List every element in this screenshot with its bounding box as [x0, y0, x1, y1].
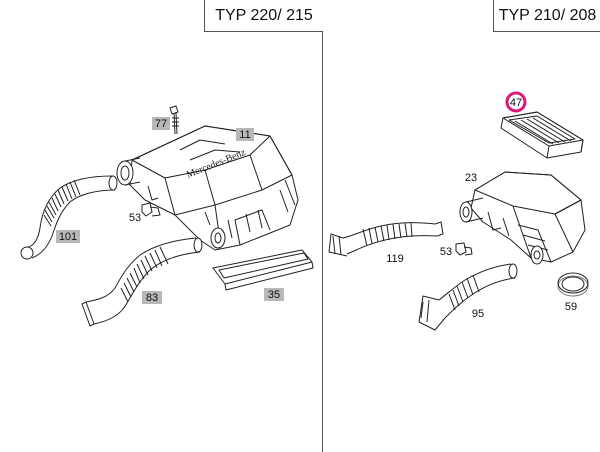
callout-11[interactable]: 11	[236, 128, 254, 141]
type-label-left: TYP 220/ 215	[204, 0, 323, 32]
seal-ring-59-drawing	[557, 272, 589, 297]
svg-text:83: 83	[146, 292, 158, 304]
svg-text:53: 53	[440, 246, 452, 258]
filter-element-35-drawing	[212, 249, 314, 291]
left-diagram: Mercedes-Benz	[20, 105, 314, 327]
callout-77[interactable]: 77	[152, 117, 170, 130]
callout-47[interactable]: 47	[510, 97, 522, 109]
clip-53-drawing	[141, 202, 161, 217]
highlight-ring-47	[505, 91, 527, 113]
svg-text:77: 77	[155, 118, 167, 130]
type-label-right: TYP 210/ 208	[493, 0, 600, 32]
hose-83-drawing	[81, 237, 203, 327]
svg-text:95: 95	[472, 308, 484, 320]
callout-119[interactable]: 119	[386, 253, 404, 265]
callout-35[interactable]: 35	[264, 288, 284, 301]
callout-23[interactable]: 23	[465, 172, 477, 184]
callout-53-right[interactable]: 53	[440, 246, 452, 258]
clip-53-right-drawing	[455, 242, 473, 256]
svg-text:53: 53	[129, 212, 141, 224]
callout-59[interactable]: 59	[565, 301, 577, 313]
hose-101-drawing	[20, 175, 118, 260]
right-diagram: 47 23 119 53 95 59	[328, 91, 589, 331]
callout-95[interactable]: 95	[472, 308, 484, 320]
callout-83[interactable]: 83	[142, 291, 162, 304]
air-filter-housing-right-drawing	[459, 171, 586, 265]
svg-text:59: 59	[565, 301, 577, 313]
panel-divider	[322, 0, 323, 452]
panel-typ-210-208: TYP 210/ 208	[323, 0, 600, 452]
svg-text:101: 101	[59, 231, 77, 243]
panel-typ-220-215: TYP 220/ 215	[20, 0, 323, 327]
svg-text:119: 119	[386, 253, 404, 265]
filter-element-47-drawing	[500, 111, 584, 159]
hose-95-drawing	[418, 263, 518, 331]
callout-53-left[interactable]: 53	[129, 212, 141, 224]
svg-text:35: 35	[268, 289, 280, 301]
svg-text:23: 23	[465, 172, 477, 184]
svg-text:11: 11	[239, 129, 250, 141]
callout-101[interactable]: 101	[56, 230, 80, 243]
air-filter-housing-drawing: Mercedes-Benz	[116, 125, 299, 251]
svg-text:47: 47	[510, 97, 522, 109]
bolt-77-drawing	[169, 105, 179, 135]
hose-119-drawing	[328, 221, 444, 257]
